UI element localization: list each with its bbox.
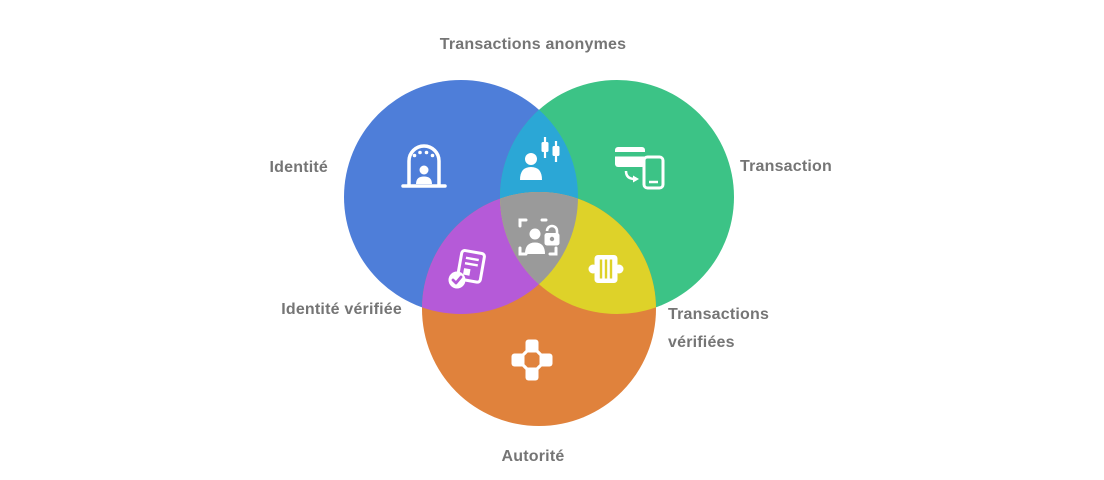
ledger-icon (588, 255, 624, 283)
network-nodes-icon (511, 339, 553, 381)
card-phone-icon (615, 147, 665, 190)
label-anonymous-transactions: Transactions anonymes (439, 36, 627, 53)
privacy-scan-lock-icon (518, 218, 560, 256)
label-authority: Autorité (501, 448, 565, 465)
label-transaction: Transaction (740, 158, 833, 175)
id-document-check-icon (448, 249, 486, 289)
label-verified-identity: Identité vérifiée (281, 301, 402, 318)
label-verified-transactions: Transactions vérifiées (668, 301, 769, 357)
label-verified-transactions-line1: Transactions (668, 306, 770, 323)
person-arch-icon (401, 144, 447, 188)
label-identity: Identité (269, 159, 328, 176)
label-verified-transactions-line2: vérifiées (668, 334, 735, 351)
trader-candlestick-icon (520, 137, 560, 180)
